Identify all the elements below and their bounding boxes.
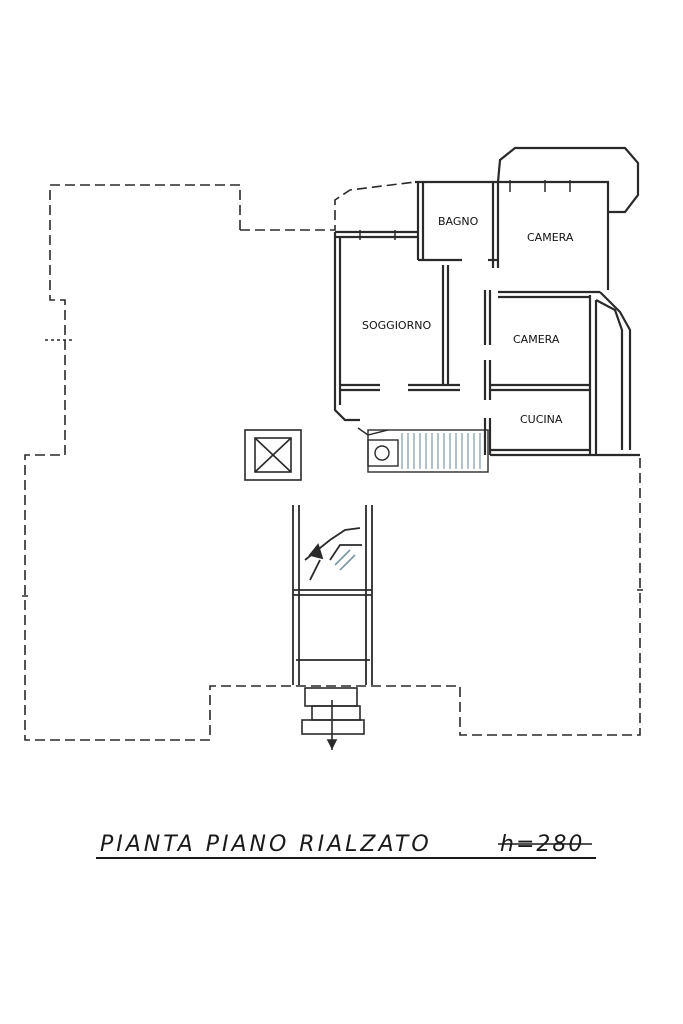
room-label-soggiorno: SOGGIORNO — [362, 319, 431, 332]
room-label-camera-1: CAMERA — [527, 231, 574, 244]
entry-steps — [301, 687, 365, 750]
stair-treads — [401, 433, 481, 469]
tick-marks — [22, 180, 643, 597]
room-label-cucina: CUCINA — [520, 413, 563, 426]
plot-perimeter — [24, 181, 641, 741]
plan-title: PIANTA PIANO RIALZATO — [100, 832, 432, 857]
apartment-walls — [333, 146, 640, 457]
room-label-camera-2: CAMERA — [513, 333, 560, 346]
entrance-stair — [357, 427, 489, 473]
lift-shaft — [244, 429, 302, 481]
stairwell — [292, 505, 373, 685]
room-label-bagno: BAGNO — [438, 215, 479, 228]
